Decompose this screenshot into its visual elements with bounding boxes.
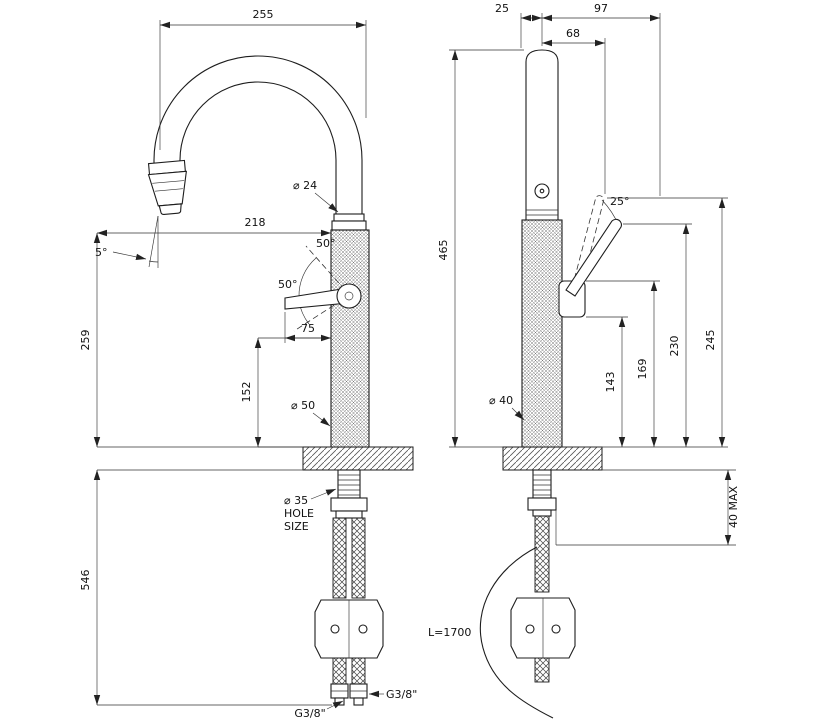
front-view: 255 218 259 ⌀ 24 5° 50° 50° 75 [79, 8, 417, 720]
dim-25deg: 25° [610, 195, 630, 208]
under-counter-side [479, 469, 576, 719]
knurled-body-front [330, 229, 370, 448]
dim-diam50: ⌀ 50 [291, 399, 315, 412]
dim-40max: 40 MAX [727, 486, 740, 529]
dim-diam24: ⌀ 24 [293, 179, 317, 192]
faucet-body-front [330, 213, 370, 448]
knurled-body-side [521, 219, 563, 448]
dim-143: 143 [604, 372, 617, 393]
dim-hose-length: L=1700 [428, 626, 471, 639]
dim-50deg-up: 50° [316, 237, 336, 250]
supply-hose-side [534, 515, 550, 593]
faucet-body-side [521, 49, 563, 448]
dim-152: 152 [240, 382, 253, 403]
weight-screw-icon [551, 624, 561, 634]
dim-97: 97 [594, 2, 608, 15]
dim-50deg-down: 50° [278, 278, 298, 291]
mounting-nut-front [330, 497, 368, 512]
spray-button-icon [534, 183, 550, 199]
under-counter-front [314, 469, 384, 706]
dimensions-front: 255 218 259 ⌀ 24 5° 50° 50° 75 [79, 8, 417, 720]
mounting-deck-side [502, 446, 603, 471]
dimensions-side: 25 97 68 465 25° 143 169 230 [428, 2, 740, 639]
dim-hole-word1: HOLE [284, 507, 314, 520]
mounting-nut-side [527, 497, 557, 511]
dim-g38-right: G3/8" [386, 688, 417, 701]
dim-hole-word2: SIZE [284, 520, 309, 533]
dim-68: 68 [566, 27, 580, 40]
weight-screw-icon [358, 624, 368, 634]
dim-g38-bottom: G3/8" [294, 707, 325, 720]
dim-255: 255 [253, 8, 274, 21]
dim-25: 25 [495, 2, 509, 15]
spray-head [147, 159, 187, 215]
gooseneck-spout [153, 55, 363, 218]
dim-hole-diam: ⌀ 35 [284, 494, 308, 507]
dim-218: 218 [245, 216, 266, 229]
side-view: 25 97 68 465 25° 143 169 230 [428, 2, 740, 719]
handle-side [558, 195, 622, 318]
dim-diam40: ⌀ 40 [489, 394, 513, 407]
dim-546: 546 [79, 570, 92, 591]
dim-259: 259 [79, 330, 92, 351]
dim-465: 465 [437, 240, 450, 261]
dim-75: 75 [301, 322, 315, 335]
dim-169: 169 [636, 359, 649, 380]
pullout-hose-side [479, 546, 554, 719]
dim-230: 230 [668, 336, 681, 357]
weight-screw-icon [330, 624, 340, 634]
supply-hose-left [332, 517, 347, 599]
dim-5deg: 5° [95, 246, 108, 259]
weight-screw-icon [525, 624, 535, 634]
dim-245: 245 [704, 330, 717, 351]
threaded-shank-side [532, 469, 552, 499]
mounting-deck-front [302, 446, 414, 471]
handle-lever-side [565, 218, 622, 297]
handle-front [284, 245, 362, 332]
supply-hose-right [351, 517, 366, 599]
threaded-shank-front [337, 469, 361, 499]
